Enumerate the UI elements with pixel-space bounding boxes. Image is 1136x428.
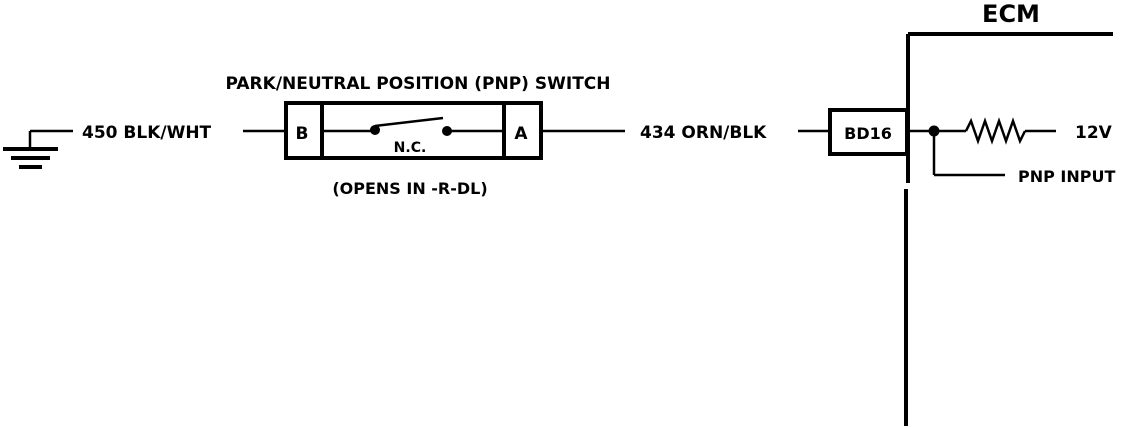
wire-label-434: 434 ORN/BLK: [640, 123, 767, 143]
resistor-icon: [964, 117, 1027, 145]
switch-note: (OPENS IN -R-DL): [332, 179, 487, 198]
contact-label: N.C.: [394, 140, 427, 156]
ecm-pin-label: BD16: [844, 124, 892, 143]
pnp-input-label: PNP INPUT: [1018, 167, 1115, 186]
pnp-switch: B A N.C.: [284, 101, 543, 160]
ecm-boundary: [904, 32, 1113, 426]
ground-icon: [3, 129, 73, 169]
wire-label-450: 450 BLK/WHT: [82, 123, 212, 143]
switch-pin-a: A: [514, 124, 528, 144]
supply-voltage: 12V: [1075, 123, 1113, 143]
ecm-label: ECM: [982, 0, 1040, 28]
switch-pin-b: B: [296, 124, 309, 144]
switch-title: PARK/NEUTRAL POSITION (PNP) SWITCH: [226, 74, 611, 94]
contact-dot-left: [370, 125, 380, 135]
ecm-pin-bd16: BD16: [828, 108, 909, 156]
